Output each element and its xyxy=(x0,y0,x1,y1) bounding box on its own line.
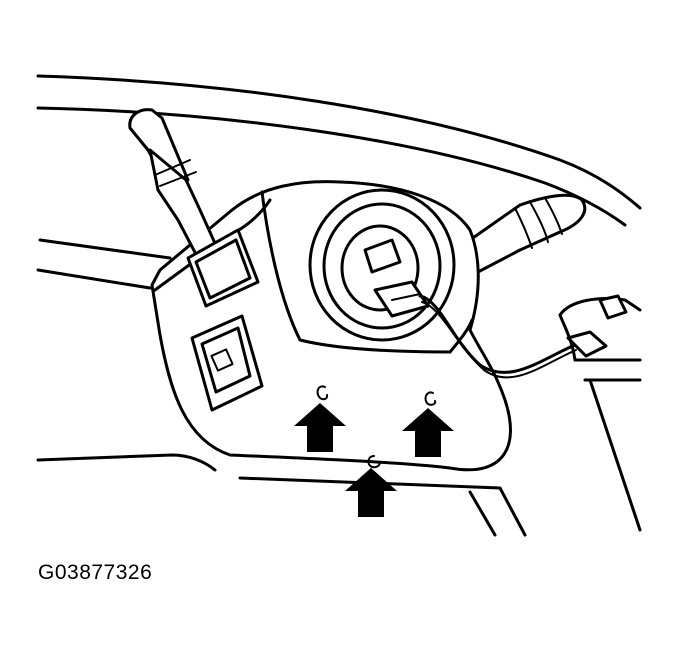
right-stalk xyxy=(468,193,587,274)
switch-base xyxy=(186,228,260,308)
wiring-connector-bracket xyxy=(558,294,642,362)
dashboard-outline xyxy=(36,74,642,537)
arrow-bottom-clip xyxy=(345,468,397,517)
wire-harness xyxy=(418,294,577,379)
arrow-left-clip xyxy=(294,403,346,452)
clock-spring xyxy=(308,188,456,342)
clip-slots xyxy=(316,385,437,469)
figure-id-label: G03877326 xyxy=(38,561,153,584)
shroud-connector xyxy=(190,314,264,412)
arrow-right-clip xyxy=(402,408,454,457)
